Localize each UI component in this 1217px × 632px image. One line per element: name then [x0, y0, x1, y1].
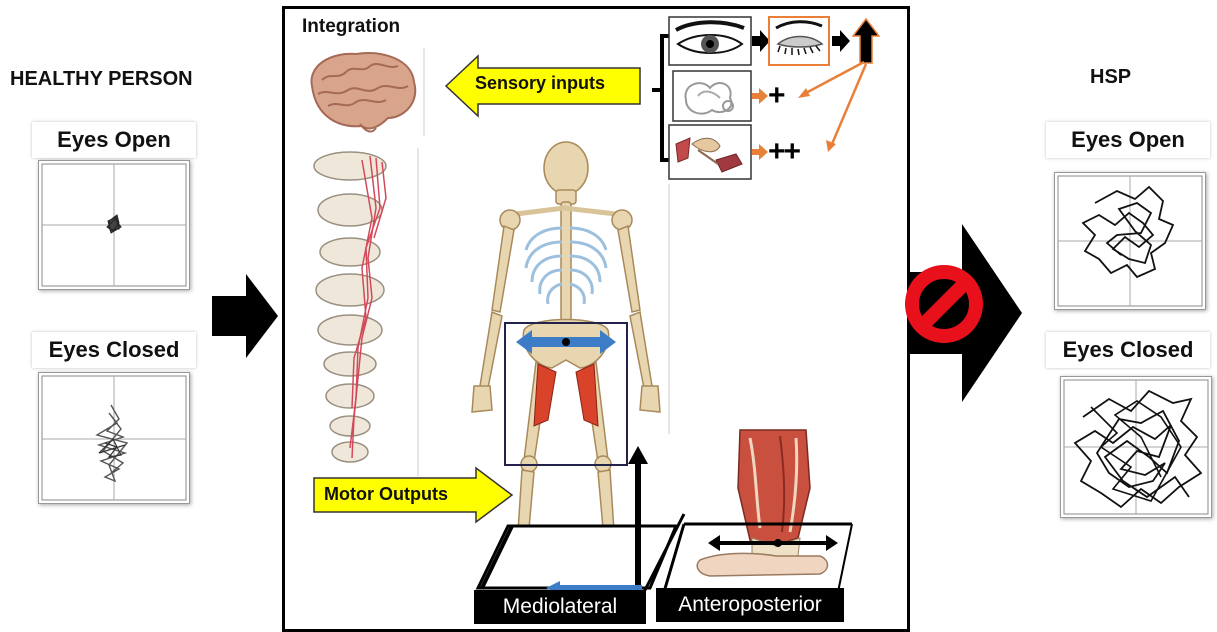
- mediolateral-hip-arrow: [514, 328, 618, 356]
- motor-outputs-label: Motor Outputs: [324, 484, 448, 505]
- hsp-title: HSP: [1090, 66, 1131, 89]
- hsp-eyes-closed-plot: [1060, 376, 1212, 518]
- anteroposterior-arrow: [706, 534, 840, 552]
- eye-arrow-2: [832, 30, 850, 52]
- healthy-person-title: HEALTHY PERSON: [10, 68, 193, 91]
- hsp-eyes-open-plot: [1054, 172, 1206, 310]
- eye-open-icon: [668, 16, 752, 66]
- mediolateral-label: Mediolateral: [474, 590, 646, 624]
- hsp-eyes-closed-label: Eyes Closed: [1046, 332, 1210, 368]
- prohibition-icon: [904, 264, 984, 344]
- healthy-eyes-closed-plot: [38, 372, 190, 504]
- proprioception-arrow: [752, 144, 768, 160]
- anteroposterior-platform: [660, 520, 856, 596]
- vestibular-icon: [672, 70, 752, 122]
- healthy-eyes-open-label: Eyes Open: [32, 122, 196, 158]
- healthy-eyes-closed-label: Eyes Closed: [32, 332, 196, 368]
- orange-feedback-arrows: [780, 56, 880, 158]
- brain-image: [300, 46, 428, 138]
- healthy-to-integration-arrow: [210, 272, 280, 360]
- spinal-cord-sections-image: [306, 148, 422, 476]
- vestibular-arrow: [752, 88, 768, 104]
- anteroposterior-label: Anteroposterior: [656, 588, 844, 622]
- hsp-eyes-open-label: Eyes Open: [1046, 122, 1210, 158]
- healthy-eyes-open-plot: [38, 160, 190, 290]
- sensory-inputs-label: Sensory inputs: [475, 73, 605, 94]
- integration-label: Integration: [302, 16, 400, 38]
